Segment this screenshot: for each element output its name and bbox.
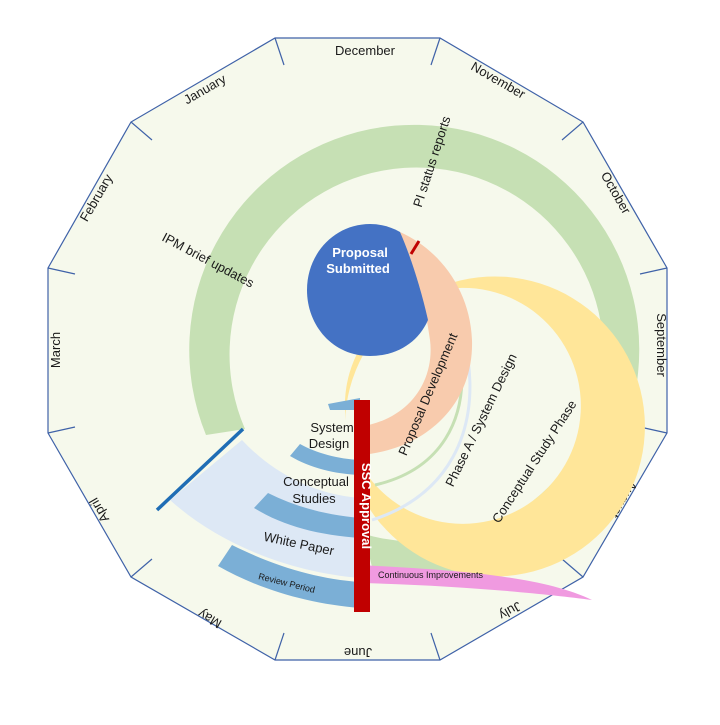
proposal-development-band	[358, 232, 473, 455]
continuous-improvements-band	[360, 565, 592, 600]
center-label-line2: Submitted	[326, 261, 390, 276]
month-march: March	[48, 332, 63, 368]
phase-a-system-design-band	[344, 276, 645, 577]
conceptual-studies-label-line1: Conceptual	[283, 474, 349, 489]
proposal-submitted-circle	[307, 224, 428, 356]
system-design-top-band	[328, 398, 360, 410]
continuous-improvements-label: Continuous Improvements	[378, 570, 484, 580]
ssc-approval-label: SSC Approval	[359, 463, 374, 549]
system-design-band	[290, 444, 360, 475]
review-period-band	[218, 545, 360, 608]
conceptual-studies-label-line2: Studies	[292, 491, 336, 506]
center-label-line1: Proposal	[332, 245, 388, 260]
proposal-marker-tick	[409, 240, 421, 255]
ssc-approval-bar	[354, 400, 370, 612]
month-june: June	[344, 645, 372, 660]
month-december: December	[335, 43, 396, 58]
system-design-label-line1: System	[310, 420, 353, 435]
system-design-label-line2: Design	[309, 436, 349, 451]
conceptual-studies-band	[254, 493, 360, 538]
connector-light-blue	[371, 359, 472, 522]
month-september: September	[654, 313, 669, 377]
month-dividers	[47, 37, 668, 661]
april-marker-line	[155, 427, 245, 512]
